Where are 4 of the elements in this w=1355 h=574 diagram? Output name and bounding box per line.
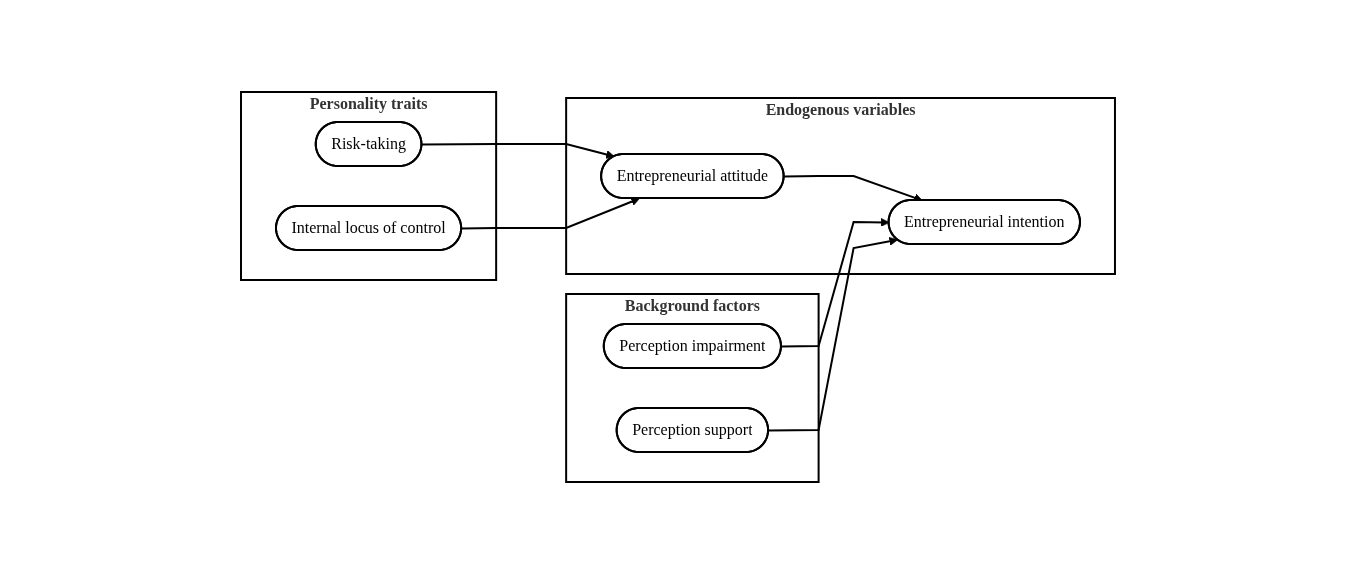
arrow [420, 143, 615, 159]
arrow [782, 175, 923, 202]
arrow [460, 197, 640, 230]
arrow [767, 237, 898, 432]
